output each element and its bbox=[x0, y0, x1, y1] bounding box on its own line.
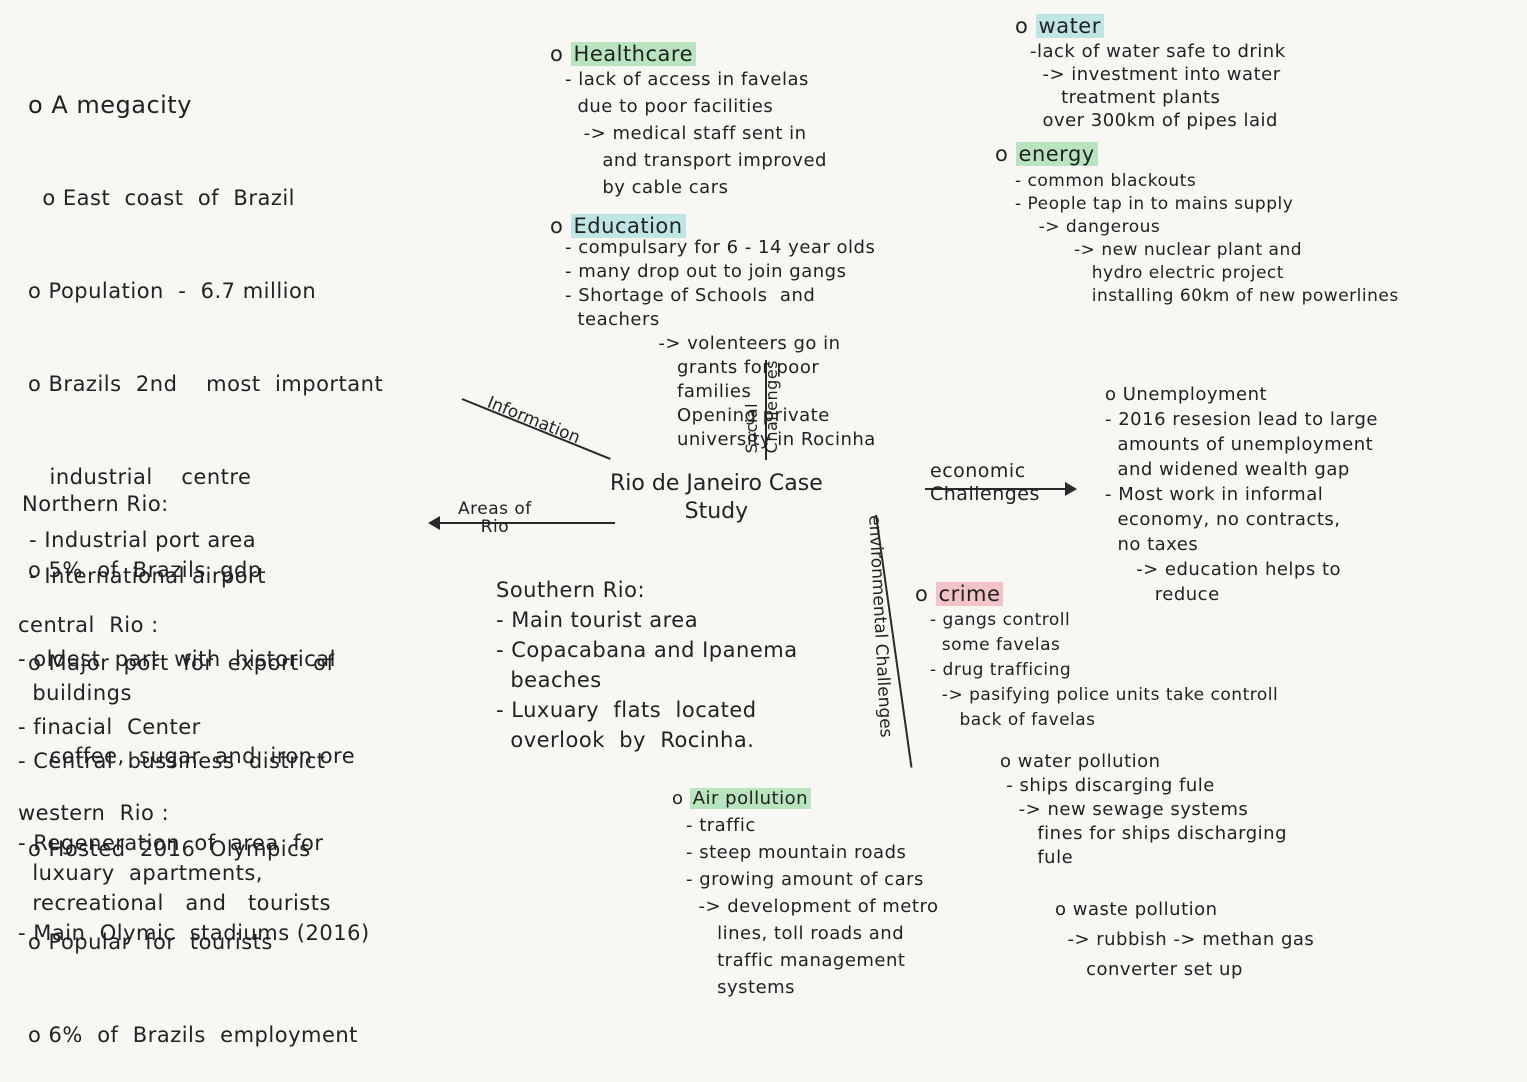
education-notes: - compulsary for 6 - 14 year olds - many… bbox=[565, 237, 876, 450]
healthcare-heading: Healthcare bbox=[570, 42, 696, 66]
energy-heading: energy bbox=[1015, 142, 1098, 166]
intro-line: o Brazils 2nd most important bbox=[28, 372, 384, 396]
branch-line-economic bbox=[925, 488, 1065, 490]
water-notes: -lack of water safe to drink -> investme… bbox=[1030, 41, 1286, 131]
area-western: western Rio : - Regeneration of area for… bbox=[18, 801, 370, 945]
water-pollution-notes: o water pollution - ships discarging ful… bbox=[1000, 751, 1288, 868]
arrow-left-icon bbox=[428, 516, 440, 530]
intro-line: o 5% of Brazils gdp bbox=[28, 558, 262, 582]
intro-line: o Popular for tourists bbox=[28, 930, 273, 954]
area-southern: Southern Rio: - Main tourist area - Copa… bbox=[496, 578, 798, 752]
crime-notes: - gangs controll some favelas - drug tra… bbox=[930, 610, 1279, 730]
water-heading-wrap: o water bbox=[1015, 12, 1104, 41]
education-heading-wrap: o Education bbox=[550, 212, 686, 241]
education-heading: Education bbox=[570, 214, 686, 238]
arrow-right-icon bbox=[1065, 482, 1077, 496]
energy-notes: - common blackouts - People tap in to ma… bbox=[1015, 171, 1399, 306]
area-northern: Northern Rio: - Industrial port area - I… bbox=[22, 492, 267, 588]
case-study-title: Rio de Janeiro Case Study bbox=[610, 471, 823, 524]
intro-notes: o A megacity o East coast of Brazil o Po… bbox=[28, 28, 383, 1082]
intro-line: o A megacity bbox=[28, 91, 192, 119]
air-heading: Air pollution bbox=[689, 788, 811, 809]
waste-pollution-notes: o waste pollution -> rubbish -> methan g… bbox=[1055, 899, 1315, 980]
intro-line: o Population - 6.7 million bbox=[28, 279, 317, 303]
crime-heading: crime bbox=[935, 582, 1004, 606]
healthcare-notes: - lack of access in favelas due to poor … bbox=[565, 69, 827, 198]
branch-label-economic: economic Challenges bbox=[930, 460, 1040, 505]
intro-line: coffee, sugar and iron ore bbox=[28, 744, 356, 768]
air-heading-wrap: o Air pollution bbox=[672, 786, 811, 811]
branch-label-areas: Areas of Rio bbox=[458, 499, 532, 537]
healthcare-heading-wrap: o Healthcare bbox=[550, 40, 696, 69]
water-heading: water bbox=[1035, 14, 1104, 38]
energy-heading-wrap: o energy bbox=[995, 140, 1098, 169]
intro-line: o Major port for export of bbox=[28, 651, 335, 675]
unemployment-notes: o Unemployment - 2016 resesion lead to l… bbox=[1105, 384, 1378, 605]
branch-line-social bbox=[765, 360, 767, 460]
intro-line: o East coast of Brazil bbox=[28, 186, 296, 210]
intro-line: o Hosted 2016 Olympics bbox=[28, 837, 311, 861]
area-central: central Rio : - oldest part with histori… bbox=[18, 613, 336, 773]
branch-line-areas bbox=[440, 522, 615, 524]
air-notes: - traffic - steep mountain roads - growi… bbox=[686, 815, 939, 998]
crime-heading-wrap: o crime bbox=[915, 580, 1004, 609]
intro-line: o 6% of Brazils employment bbox=[28, 1023, 358, 1047]
intro-line: industrial centre bbox=[28, 465, 252, 489]
